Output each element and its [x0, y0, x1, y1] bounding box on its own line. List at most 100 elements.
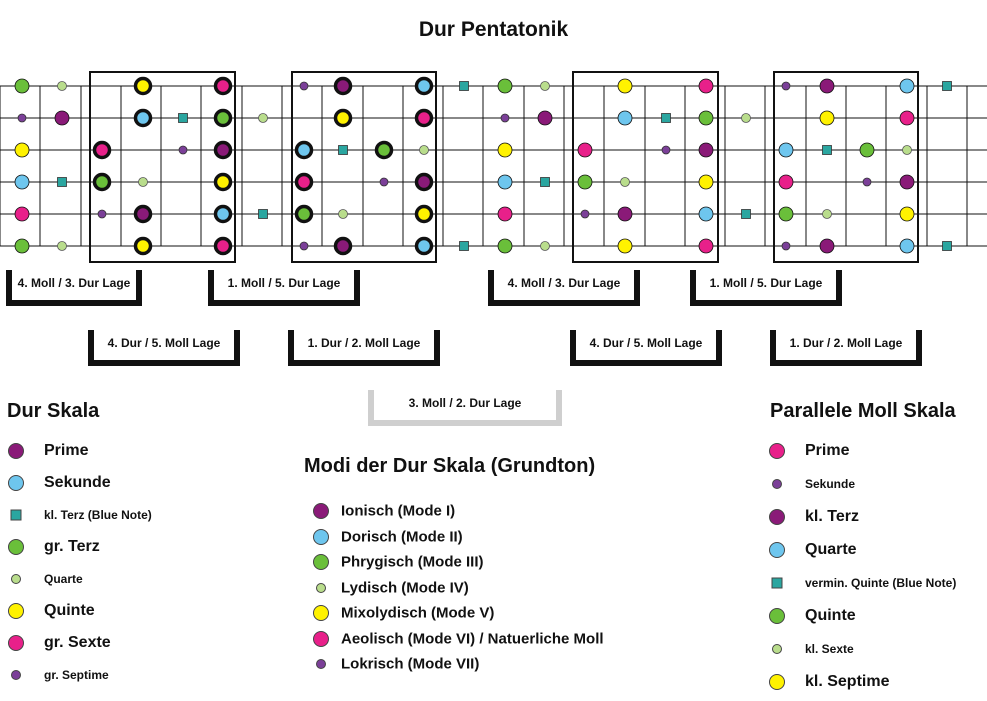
- dot-marker-icon: [313, 630, 329, 647]
- note-sekunde-marker: [414, 236, 434, 256]
- note-gr-sexte-marker: [577, 142, 593, 158]
- note-quinte-marker: [133, 76, 153, 96]
- lage-label-3: 4. Dur / 5. Moll Lage: [88, 330, 240, 366]
- note-gr-terz-marker: [497, 238, 513, 254]
- moll-legend-label: Quinte: [805, 607, 856, 624]
- note-gr-septime-marker: [17, 113, 27, 123]
- modi-legend-label: Lydisch (Mode IV): [341, 579, 469, 596]
- dot-marker-icon: [8, 539, 24, 555]
- moll-legend-label: kl. Septime: [805, 673, 890, 690]
- dur-legend-label: Quarte: [44, 572, 83, 586]
- modi-legend-label: Phrygisch (Mode III): [341, 553, 484, 571]
- note-kl-terz-blue-note-marker: [741, 209, 751, 219]
- note-kl-terz-blue-note-marker: [661, 113, 671, 123]
- note-gr-septime-marker: [178, 145, 188, 155]
- dot-marker-icon: [313, 605, 329, 621]
- note-gr-sexte-marker: [899, 110, 915, 126]
- dur-legend-label: gr. Septime: [44, 668, 109, 682]
- dot-marker-icon: [313, 503, 329, 519]
- note-kl-terz-blue-note-marker: [57, 177, 67, 187]
- position-box-3: [572, 71, 719, 263]
- dot-marker-icon: [316, 582, 326, 593]
- position-box-2: [291, 71, 437, 263]
- note-quarte-marker: [258, 113, 268, 123]
- note-prime-marker: [819, 78, 835, 94]
- dot-marker-icon: [316, 659, 326, 669]
- note-sekunde-marker: [497, 174, 513, 190]
- note-quarte-marker: [419, 145, 429, 155]
- note-sekunde-marker: [617, 110, 633, 126]
- note-gr-sexte-marker: [92, 140, 112, 160]
- note-prime-marker: [698, 142, 714, 158]
- note-quinte-marker: [497, 142, 513, 158]
- lage-label-1: 4. Moll / 3. Dur Lage: [6, 270, 142, 306]
- modi-legend-label: Aeolisch (Mode VI) / Natuerliche Moll: [341, 630, 604, 647]
- note-quinte-marker: [14, 142, 30, 158]
- modi-legend-label: Dorisch (Mode II): [341, 528, 463, 545]
- note-gr-sexte-marker: [294, 172, 314, 192]
- note-quarte-marker: [338, 209, 348, 219]
- note-prime-marker: [414, 172, 434, 192]
- note-quinte-marker: [698, 174, 714, 190]
- note-sekunde-marker: [414, 76, 434, 96]
- dur-legend-label: gr. Terz: [44, 538, 100, 555]
- note-sekunde-marker: [133, 108, 153, 128]
- dot-marker-icon: [769, 674, 785, 690]
- note-gr-terz-marker: [294, 204, 314, 224]
- note-gr-septime-marker: [299, 81, 309, 91]
- note-prime-marker: [133, 204, 153, 224]
- note-quinte-marker: [414, 204, 434, 224]
- dot-marker-icon: [11, 670, 21, 680]
- moll-skala-title: Parallele Moll Skala: [770, 400, 956, 422]
- dur-legend-label: Quinte: [44, 602, 95, 619]
- note-kl-terz-blue-note-marker: [942, 81, 952, 91]
- modi-legend-label: Ionisch (Mode I): [341, 502, 456, 520]
- note-prime-marker: [617, 206, 633, 222]
- dur-skala-title: Dur Skala: [7, 400, 100, 422]
- note-gr-septime-marker: [299, 241, 309, 251]
- note-gr-terz-marker: [698, 110, 714, 126]
- note-gr-sexte-marker: [698, 238, 714, 254]
- note-sekunde-marker: [14, 174, 30, 190]
- note-prime-marker: [819, 238, 835, 254]
- note-gr-septime-marker: [379, 177, 389, 187]
- note-gr-terz-marker: [92, 172, 112, 192]
- note-gr-septime-marker: [781, 81, 791, 91]
- note-quinte-marker: [333, 108, 353, 128]
- square-marker-icon: [771, 577, 783, 589]
- moll-legend-label: kl. Sexte: [805, 642, 854, 656]
- note-quarte-marker: [57, 241, 67, 251]
- note-kl-terz-blue-note-marker: [459, 241, 469, 251]
- note-prime-marker: [54, 110, 70, 126]
- dot-marker-icon: [769, 443, 785, 459]
- note-prime-marker: [213, 140, 233, 160]
- dot-marker-icon: [769, 509, 785, 525]
- moll-legend-label: vermin. Quinte (Blue Note): [805, 576, 957, 590]
- note-gr-terz-marker: [14, 238, 30, 254]
- dur-legend-label: Prime: [44, 442, 89, 459]
- note-quinte-marker: [819, 110, 835, 126]
- dot-marker-icon: [11, 574, 21, 584]
- dur-legend-label: Sekunde: [44, 474, 111, 491]
- note-prime-marker: [333, 76, 353, 96]
- note-gr-septime-marker: [862, 177, 872, 187]
- note-gr-sexte-marker: [414, 108, 434, 128]
- page-title: Dur Pentatonik: [418, 18, 569, 41]
- moll-legend-label: Sekunde: [805, 477, 856, 491]
- note-gr-terz-marker: [14, 78, 30, 94]
- lage-label-5: 4. Moll / 3. Dur Lage: [488, 270, 640, 306]
- note-prime-marker: [333, 236, 353, 256]
- lage-label-2: 1. Moll / 5. Dur Lage: [208, 270, 360, 306]
- note-gr-terz-marker: [859, 142, 875, 158]
- lage-label-8: 1. Dur / 2. Moll Lage: [770, 330, 922, 366]
- note-prime-marker: [537, 110, 553, 126]
- moll-legend-label: kl. Terz: [805, 508, 859, 525]
- note-quinte-marker: [133, 236, 153, 256]
- note-gr-terz-marker: [778, 206, 794, 222]
- note-gr-sexte-marker: [497, 206, 513, 222]
- moll-legend-label: Quarte: [805, 541, 857, 558]
- position-box-1: [89, 71, 236, 263]
- note-gr-sexte-marker: [213, 236, 233, 256]
- dot-marker-icon: [772, 644, 782, 654]
